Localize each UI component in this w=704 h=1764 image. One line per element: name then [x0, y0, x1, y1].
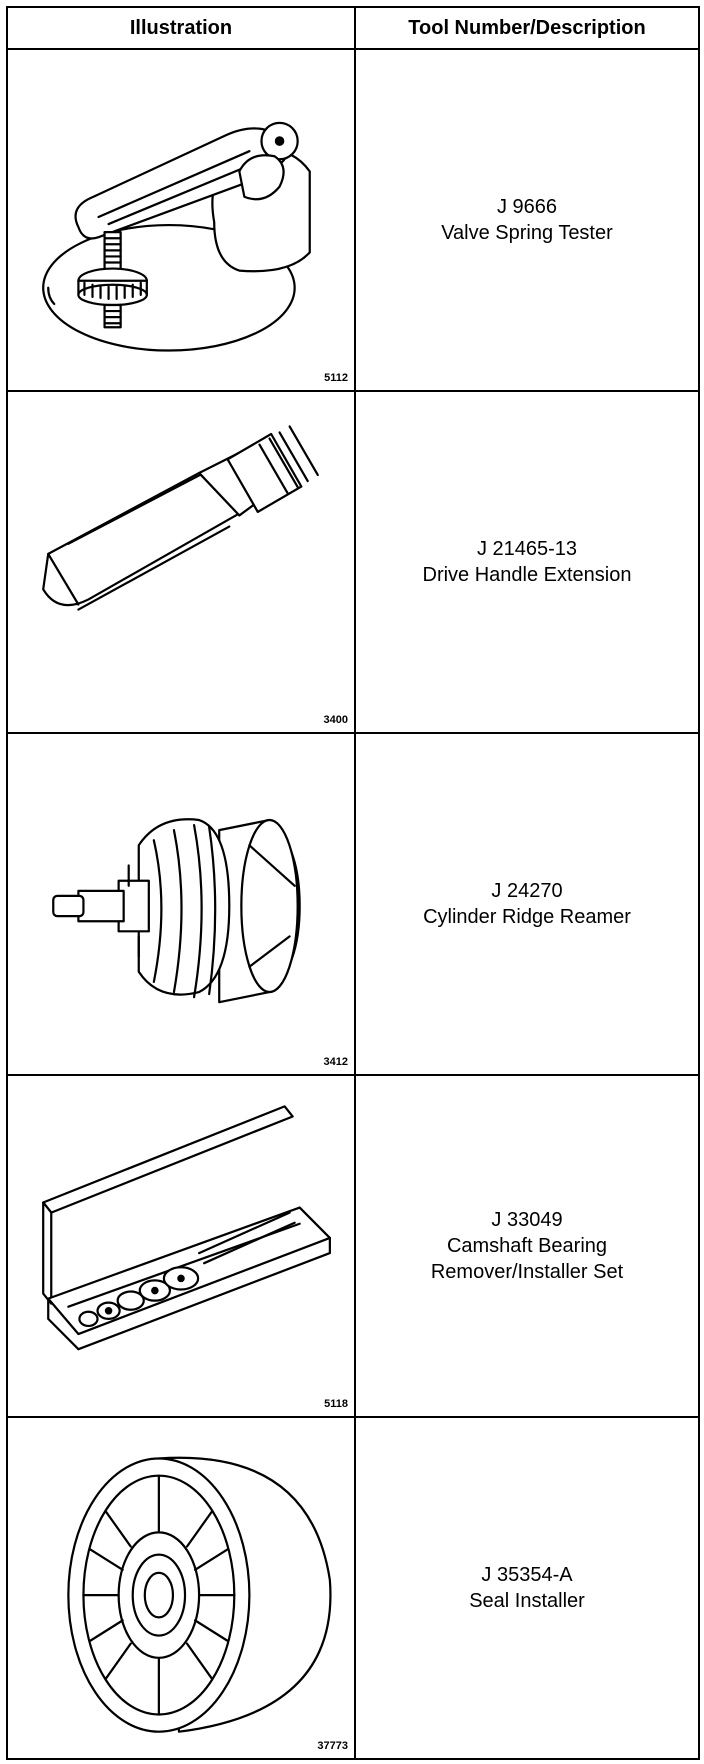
description-cell: J 21465-13 Drive Handle Extension	[354, 390, 700, 734]
tool-number: J 21465-13	[476, 538, 578, 560]
header-row: Illustration Tool Number/Description	[6, 6, 700, 50]
figure-code: 5118	[324, 1398, 348, 1410]
table-row: 5118 J 33049 Camshaft Bearing Remover/In…	[6, 1074, 700, 1418]
description-cell: J 24270 Cylinder Ridge Reamer	[354, 732, 700, 1076]
description-cell: J 9666 Valve Spring Tester	[354, 48, 700, 392]
tool-description: Valve Spring Tester	[441, 222, 613, 244]
tool-number: J 24270	[491, 880, 563, 902]
illustration-cell: 37773	[6, 1416, 356, 1760]
figure-code: 3412	[323, 1056, 348, 1068]
description-cell: J 35354-A Seal Installer	[354, 1416, 700, 1760]
tool-table: Illustration Tool Number/Description	[6, 6, 700, 1760]
cylinder-ridge-reamer-icon	[52, 818, 301, 1004]
header-illustration: Illustration	[6, 6, 356, 50]
figure-code: 37773	[317, 1740, 348, 1752]
tool-description: Camshaft Bearing Remover/Installer Set	[430, 1235, 624, 1283]
tool-number: J 9666	[496, 196, 558, 218]
illustration-cell: 3400	[6, 390, 356, 734]
table-row: 3400 J 21465-13 Drive Handle Extension	[6, 390, 700, 734]
seal-installer-icon	[67, 1456, 332, 1733]
header-tool-description: Tool Number/Description	[354, 6, 700, 50]
illustration-cell: 3412	[6, 732, 356, 1076]
camshaft-bearing-set-icon	[42, 1105, 331, 1351]
figure-code: 3400	[323, 714, 348, 726]
valve-spring-tester-icon	[42, 121, 311, 352]
tool-description: Seal Installer	[469, 1590, 585, 1612]
description-cell: J 33049 Camshaft Bearing Remover/Install…	[354, 1074, 700, 1418]
tool-number: J 35354-A	[481, 1564, 573, 1586]
illustration-cell: 5118	[6, 1074, 356, 1418]
table-row: 3412 J 24270 Cylinder Ridge Reamer	[6, 732, 700, 1076]
tool-description: Drive Handle Extension	[422, 564, 632, 586]
table-row: 37773 J 35354-A Seal Installer	[6, 1416, 700, 1760]
drive-handle-extension-icon	[42, 425, 319, 611]
table-row: 5112 J 9666 Valve Spring Tester	[6, 48, 700, 392]
tool-description: Cylinder Ridge Reamer	[423, 906, 631, 928]
illustration-cell: 5112	[6, 48, 356, 392]
tool-number: J 33049	[491, 1209, 563, 1231]
figure-code: 5112	[324, 372, 348, 384]
